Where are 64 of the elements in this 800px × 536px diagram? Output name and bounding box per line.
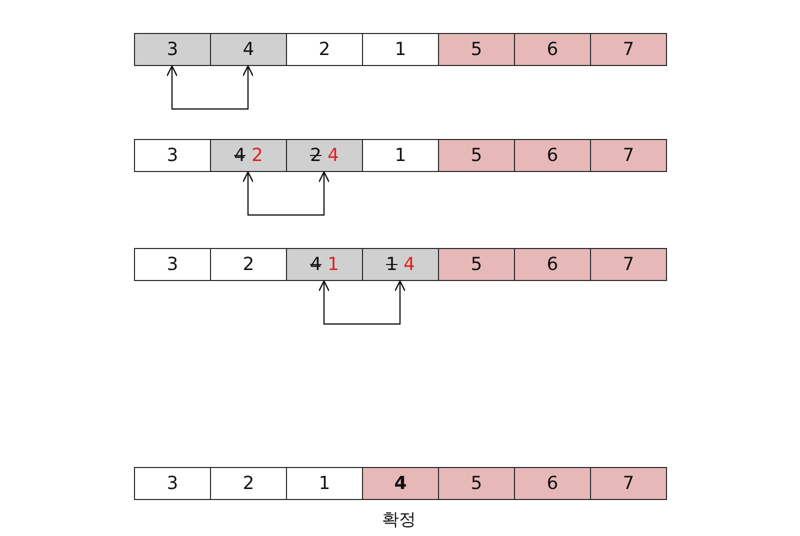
array-cell (134, 248, 211, 281)
cell-number: 5 (470, 473, 482, 494)
swapped-number: 2 (252, 145, 263, 166)
array-cell (362, 33, 439, 66)
swapped-number: 4 (404, 254, 415, 275)
status-label: 확정 (382, 509, 416, 531)
array-cell (514, 467, 591, 500)
crossed-out-number: 4 (310, 254, 322, 275)
cell-number: 2 (318, 39, 330, 60)
crossed-out-number: 4 (234, 145, 246, 166)
cell-number: 1 (394, 39, 406, 60)
cell-number: 6 (546, 254, 558, 275)
cell-number: 7 (622, 254, 634, 275)
cell-number: 5 (470, 145, 482, 166)
cell-number: 3 (166, 145, 178, 166)
swapped-number: 1 (328, 254, 339, 275)
array-cell (134, 33, 211, 66)
cell-number: 6 (546, 145, 558, 166)
array-cell (438, 248, 515, 281)
array-cell (514, 248, 591, 281)
array-cell (286, 139, 363, 172)
array-cell (590, 248, 667, 281)
array-cell (590, 467, 667, 500)
swap-arrow (166, 65, 254, 110)
array-cell (286, 248, 363, 281)
cell-number: 2 (242, 473, 254, 494)
cell-number: 4 (242, 39, 254, 60)
array-cell (286, 33, 363, 66)
cell-number: 3 (166, 39, 178, 60)
swapped-number: 4 (328, 145, 339, 166)
cell-number: 6 (546, 473, 558, 494)
array-cell (134, 467, 211, 500)
array-cell (210, 467, 287, 500)
cell-number: 4 (394, 473, 407, 494)
array-cell (438, 467, 515, 500)
cell-number: 5 (470, 254, 482, 275)
array-cell (210, 139, 287, 172)
swap-arrow (242, 171, 330, 216)
array-cell (438, 139, 515, 172)
array-cell (286, 467, 363, 500)
array-cell (362, 139, 439, 172)
cell-number: 5 (470, 39, 482, 60)
cell-number: 7 (622, 145, 634, 166)
crossed-out-number: 2 (310, 145, 322, 166)
array-cell (590, 139, 667, 172)
array-cell (210, 248, 287, 281)
cell-number: 7 (622, 39, 634, 60)
cell-number: 3 (166, 473, 178, 494)
cell-number: 1 (318, 473, 330, 494)
cell-number: 7 (622, 473, 634, 494)
swap-arrow (318, 280, 406, 325)
array-cell (514, 139, 591, 172)
array-cell (590, 33, 667, 66)
array-cell (362, 248, 439, 281)
array-cell (362, 467, 439, 500)
cell-number: 1 (394, 145, 406, 166)
cell-number: 6 (546, 39, 558, 60)
cell-number: 3 (166, 254, 178, 275)
crossed-out-number: 1 (386, 254, 398, 275)
array-cell (134, 139, 211, 172)
cell-number: 2 (242, 254, 254, 275)
array-cell (210, 33, 287, 66)
array-cell (514, 33, 591, 66)
array-cell (438, 33, 515, 66)
